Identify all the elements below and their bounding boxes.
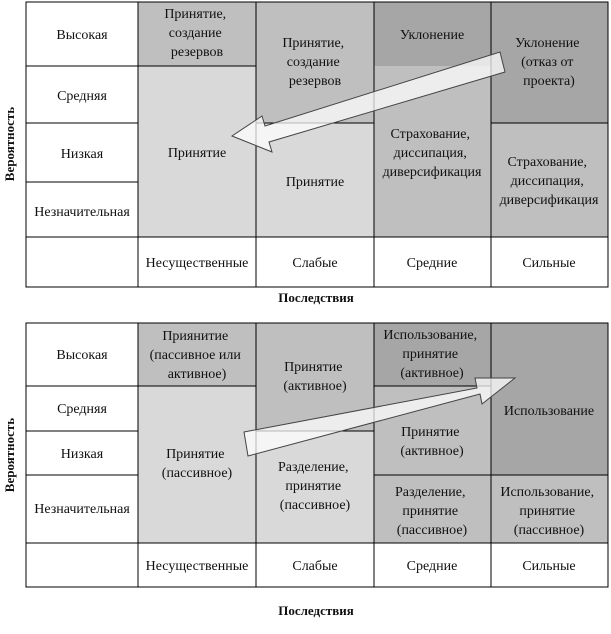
bottom-row-label-high: Высокая: [56, 348, 108, 363]
top-cell-c3-bottom-text: Страхование, диссипация, диверсификация: [383, 127, 482, 180]
top-col-label-insignificant: Несущественные: [146, 256, 249, 271]
top-cell-c4-bottom-text: Страхование, диссипация, диверсификация: [500, 155, 599, 208]
bottom-row-label-bg: [26, 323, 138, 543]
bottom-cell-c3-low-text: Разделение, принятие (пассивное): [395, 485, 469, 538]
bottom-cell-c1-rest-text: Принятие (пассивное): [162, 447, 233, 481]
bottom-cell-c4-low: [491, 475, 608, 543]
bottom-col-label-bg: [26, 543, 608, 587]
top-col-label-strong: Сильные: [522, 256, 575, 271]
bottom-cell-c4-low-text: Использование, принятие (пассивное): [500, 485, 597, 538]
bottom-cell-c2-bottom-text: Разделение, принятие (пассивное): [278, 460, 352, 513]
top-col-label-weak: Слабые: [292, 256, 337, 271]
bottom-matrix: Высокая Средняя Низкая Незначительная Не…: [2, 322, 609, 618]
bottom-cell-c2-top-text: Принятие (активное): [283, 360, 347, 394]
bottom-col-label-insignificant: Несущественные: [146, 559, 249, 574]
bottom-cell-c1-high-text: Приянитие (пассивное или активное): [150, 329, 245, 382]
top-cell-c3-top: [374, 2, 491, 66]
top-matrix: Высокая Средняя Низкая Незначительная Не…: [2, 1, 609, 305]
bottom-row-label-medium: Средняя: [57, 402, 107, 417]
top-arrow-icon: [230, 51, 506, 153]
top-cell-c2-top-text: Принятие, создание резервов: [282, 36, 347, 89]
bottom-cell-c3-high: [374, 323, 491, 386]
top-x-axis-title: Последствия: [278, 290, 354, 305]
top-cell-c1-high: [138, 2, 256, 66]
bottom-cell-c1-high: [138, 323, 256, 386]
bottom-cell-c1-rest: [138, 386, 256, 543]
top-cell-c4-top-text: Уклонение (отказ от проекта): [515, 36, 583, 89]
bottom-row-label-negligible: Незначительная: [34, 502, 130, 517]
top-row-label-negligible: Незначительная: [34, 205, 130, 220]
bottom-cell-c3-high-text: Использование, принятие (активное): [383, 328, 480, 381]
bottom-cell-c4-top: [491, 323, 608, 475]
top-cell-c1-rest: [138, 66, 256, 237]
top-cell-c1-rest-text: Принятие: [168, 146, 226, 161]
bottom-cell-c3-mid-text: Принятие (активное): [400, 425, 464, 459]
top-row-label-medium: Средняя: [57, 89, 107, 104]
bottom-row-label-low: Низкая: [61, 447, 104, 462]
top-col-label-bg: [26, 237, 608, 287]
bottom-cell-c3-low: [374, 475, 491, 543]
bottom-grid-lines: [25, 322, 609, 588]
top-row-label-low: Низкая: [61, 147, 104, 162]
top-cell-c1-high-text: Принятие, создание резервов: [164, 7, 229, 60]
bottom-col-label-medium: Средние: [407, 559, 458, 574]
bottom-cell-c4-top-text: Использование: [504, 404, 594, 419]
top-cell-c2-bottom-text: Принятие: [286, 175, 344, 190]
top-y-axis-title: Вероятность: [2, 107, 17, 181]
bottom-col-label-strong: Сильные: [522, 559, 575, 574]
bottom-x-axis-title: Последствия: [278, 603, 354, 618]
top-col-label-medium: Средние: [407, 256, 458, 271]
top-row-label-bg: [26, 2, 138, 237]
top-row-label-high: Высокая: [56, 28, 108, 43]
bottom-arrow-icon: [243, 377, 517, 457]
top-cell-c3-top-text: Уклонение: [400, 28, 464, 43]
bottom-y-axis-title: Вероятность: [2, 418, 17, 492]
bottom-cell-c2-bottom: [256, 431, 374, 543]
bottom-col-label-weak: Слабые: [292, 559, 337, 574]
top-cell-c2-bottom: [256, 123, 374, 237]
top-cell-c4-top: [491, 2, 608, 123]
top-cell-c4-bottom: [491, 123, 608, 237]
